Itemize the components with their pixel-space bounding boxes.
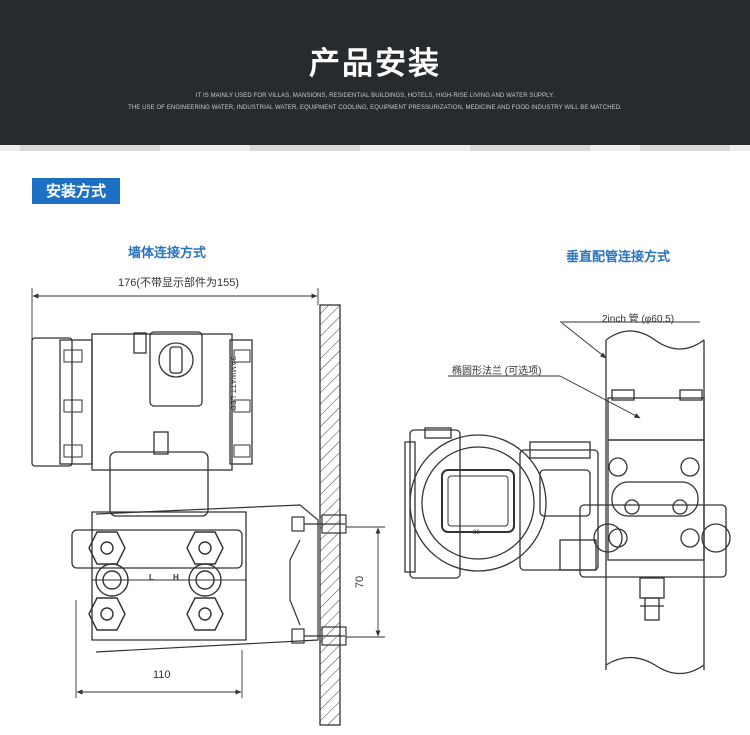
pipe-mount-drawing [404, 321, 731, 675]
flange-bolts [88, 531, 224, 631]
housing-body [91, 333, 233, 471]
dim-overall-label: 176(不带显示部件为155) [118, 277, 240, 289]
pipe-size-label: 2inch 管 (φ60.5) [602, 314, 675, 325]
display-housing [409, 434, 547, 572]
page-title: 产品安装 [309, 46, 441, 82]
dim-bolt-spacing-label: 70 [354, 575, 367, 589]
wall-bolts [291, 514, 347, 646]
pipe-mount-caption: 垂直配管连接方式 [566, 250, 671, 265]
dim-width-label: 110 [153, 669, 171, 681]
bracket-slot [611, 481, 699, 517]
nameplate-text: SAMWATT LED [229, 355, 237, 412]
display-readout: 80 [473, 530, 480, 536]
section-badge: 安装方式 [32, 178, 120, 204]
mounting-bracket [95, 504, 319, 653]
port-high-label: H [173, 573, 179, 582]
display-window [441, 469, 515, 533]
flange-option-label: 椭圆形法兰 (可选项) [452, 366, 542, 377]
wall-mount-caption: 墙体连接方式 [128, 246, 207, 261]
wall-mount-drawing [31, 288, 385, 726]
decorative-strip [0, 145, 750, 151]
port-low-label: L [149, 573, 154, 582]
banner-subtitle-line1: IT IS MAINLY USED FOR VILLAS, MANSIONS, … [195, 93, 555, 99]
header-banner: 产品安装 IT IS MAINLY USED FOR VILLAS, MANSI… [0, 0, 750, 145]
banner-subtitle-line2: THE USE OF ENGINEERING WATER, INDUSTRIAL… [128, 105, 622, 111]
